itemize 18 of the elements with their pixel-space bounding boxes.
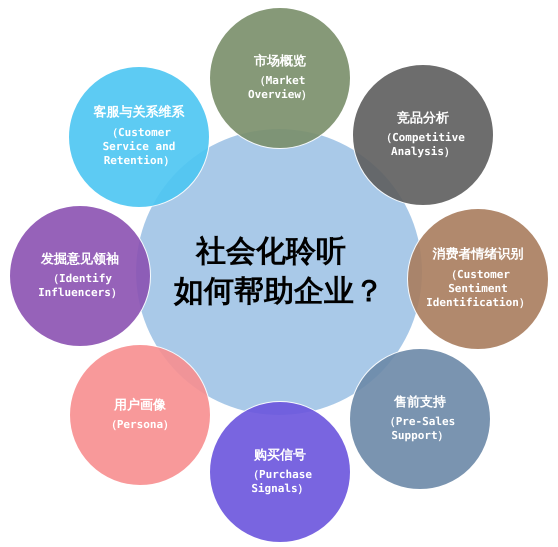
topic-title: 消费者情绪识别 [432, 247, 524, 264]
topic-subtitle: （Customer Sentiment Identification） [425, 268, 531, 311]
topic-subtitle: （Identify Influencers） [37, 272, 123, 300]
center-title: 社会化聆听 [196, 232, 347, 270]
topic-subtitle: （Pre-Sales Support） [384, 414, 456, 444]
topic-title: 购买信号 [254, 448, 306, 464]
topic-title: 发掘意见领袖 [41, 252, 119, 268]
topic-subtitle: （Purchase Signals） [247, 468, 313, 496]
topic-title: 市场概览 [254, 54, 306, 70]
topic-title: 用户画像 [114, 398, 166, 414]
topic-title: 竞品分析 [397, 110, 449, 127]
center-title: 如何帮助企业？ [174, 273, 384, 311]
topic-title: 客服与关系维系 [94, 105, 184, 122]
topic-subtitle: （Competitive Analysis） [380, 130, 466, 160]
topic-subtitle: （Customer Service and Retention） [102, 126, 176, 169]
topic-subtitle: （Market Overview） [247, 74, 313, 102]
topic-title: 售前支持 [394, 394, 446, 411]
topic-subtitle: （Persona） [106, 418, 174, 432]
